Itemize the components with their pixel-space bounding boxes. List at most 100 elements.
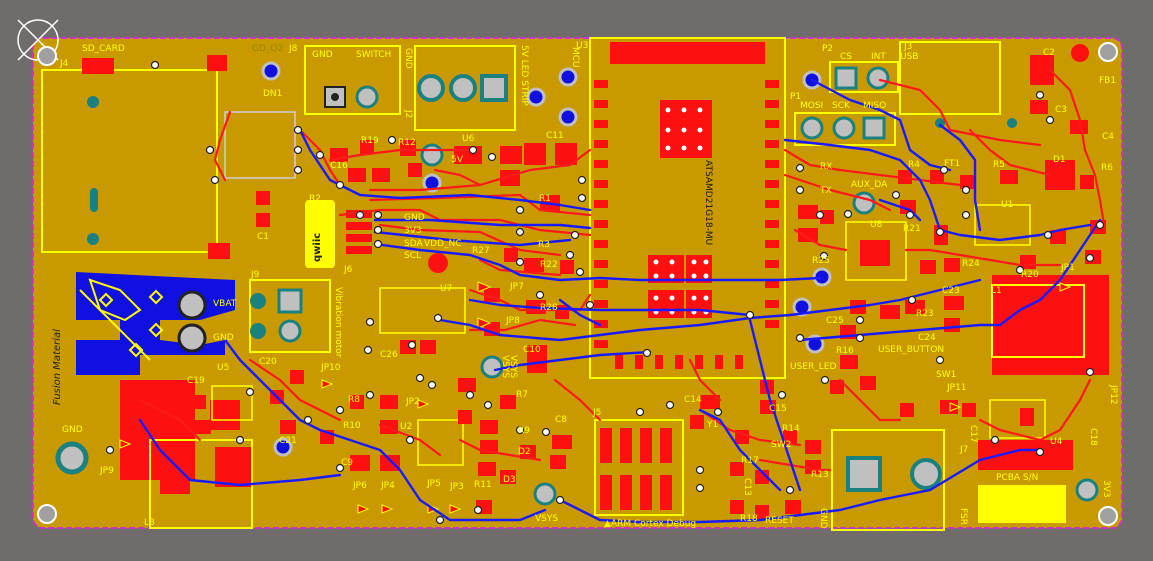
label-vdd-nc: VDD_NC (424, 239, 462, 249)
label-tx: TX (820, 186, 832, 196)
j9-vib-header (249, 279, 331, 353)
sd-card-pad2 (207, 55, 227, 71)
th-pads (55, 66, 1099, 506)
label-c14: C14 (684, 395, 702, 405)
label-jp5: JP5 (427, 479, 441, 489)
mcu-pins-right (765, 80, 779, 328)
label-r16: R16 (836, 346, 854, 356)
mounting-holes (37, 42, 1118, 526)
label-jp7: JP7 (510, 282, 524, 292)
mcu-pins-bottom (615, 355, 743, 369)
label-switch: SWITCH (356, 50, 392, 60)
solder-jumpers (119, 281, 1072, 514)
label-r11: R11 (474, 480, 492, 490)
label-l1: L1 (991, 286, 1002, 296)
label-r18: R18 (740, 514, 758, 524)
p2-header (829, 61, 899, 93)
label-d3: D3 (503, 475, 516, 485)
label-c13: C13 (742, 478, 752, 496)
label-mcu: MCU (570, 47, 580, 68)
label-ft1: FT1 (944, 159, 961, 169)
p1-spi-header (794, 112, 896, 146)
label-gnd-h: GND (312, 50, 333, 60)
label-r22: R22 (540, 260, 558, 270)
label-r2: R2 (309, 194, 321, 204)
label-sw2: SW2 (771, 440, 792, 450)
label-jp4: JP4 (381, 481, 395, 491)
label-c18: C18 (1088, 428, 1098, 446)
vias (105, 60, 1105, 525)
label-u6: U6 (462, 134, 475, 144)
label-sda: SDA (404, 239, 423, 249)
label-gnd-j6: GND (404, 213, 425, 223)
label-c24: C24 (918, 333, 936, 343)
label-aux-da: AUX_DA (851, 180, 888, 190)
label-c17: C17 (968, 425, 978, 443)
power-pour-right (992, 275, 1109, 375)
label-c20: C20 (259, 357, 277, 367)
board-outline (32, 37, 1123, 529)
label-c9: C9 (341, 458, 354, 468)
ic-footprints (211, 111, 1046, 466)
label-c16: C16 (330, 161, 348, 171)
label-u7: U7 (440, 284, 453, 294)
label-r19: R19 (361, 136, 379, 146)
label-j3: J3 (904, 42, 913, 52)
label-c25: C25 (826, 316, 844, 326)
j7-fsr-header (831, 429, 945, 531)
sd-card-outline (41, 69, 218, 253)
label-u5: U5 (217, 363, 230, 373)
label-d2: D2 (518, 447, 531, 457)
label-r24: R24 (962, 259, 980, 269)
label-jp10: JP10 (321, 363, 341, 373)
label-r1: R1 (539, 194, 551, 204)
label-c15: C15 (769, 404, 787, 414)
label-u8: U8 (870, 220, 883, 230)
label-c2: C2 (1043, 48, 1056, 58)
label-usb: USB (900, 52, 919, 62)
label-r13: R13 (811, 470, 829, 480)
mcu-pins-left (594, 80, 608, 348)
label-jp3: JP3 (450, 482, 464, 492)
label-vsys-v: VSYS (500, 355, 510, 379)
label-j2: J2 (403, 110, 413, 119)
label-r17: R17 (741, 456, 759, 466)
top-layer-traces (138, 68, 1107, 472)
label-vbat: VBAT (213, 299, 237, 309)
sd-card-pad (82, 58, 114, 74)
svg-text:qwiic: qwiic (312, 233, 323, 262)
label-u2: U2 (400, 422, 413, 432)
label-c19: C19 (187, 376, 205, 386)
label-pcba: PCBA S/N (996, 473, 1039, 483)
label-gnd-v: GND (403, 48, 413, 69)
brand-logo: qwiic (305, 200, 335, 268)
label-int: INT (871, 52, 886, 62)
label-c26: C26 (380, 350, 398, 360)
label-j7: J7 (960, 445, 969, 455)
label-p1: P1 (790, 92, 802, 102)
label-5v: 5V (451, 155, 463, 165)
label-3v3-tp: 3V3 (1101, 480, 1111, 498)
label-d1: D1 (1053, 155, 1066, 165)
label-jp9: JP9 (100, 466, 114, 476)
label-miso: MISO (863, 101, 887, 111)
label-reset: RESET (765, 516, 794, 526)
label-led-strip: 5V LED STRIP (519, 45, 529, 106)
label-j8: J8 (289, 44, 298, 54)
label-c4: C4 (1102, 132, 1115, 142)
j8-switch-header (304, 45, 401, 115)
label-jp12: JP12 (1108, 385, 1118, 405)
label-y1: Y1 (707, 420, 719, 430)
label-jp8: JP8 (506, 316, 520, 326)
label-vsys-b: VSYS (535, 514, 559, 524)
label-u3: U3 (576, 41, 589, 51)
label-jp1: JP1 (1061, 263, 1075, 273)
label-gd: GD_Q2 (252, 44, 284, 54)
label-fsr: FSR (958, 508, 968, 525)
label-sw1: SW1 (936, 370, 957, 380)
power-pour-left (120, 380, 195, 480)
label-j9: J9 (251, 270, 260, 280)
mcu-module (589, 37, 786, 379)
pcba-serial-box (978, 485, 1066, 523)
